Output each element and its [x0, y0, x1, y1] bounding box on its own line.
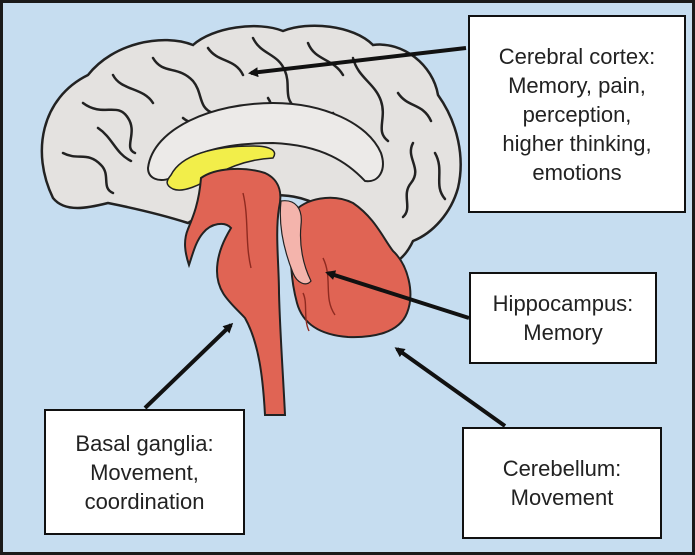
basal-ganglia-label: Basal ganglia: Movement, coordination [44, 409, 245, 535]
brainstem [185, 169, 285, 415]
cerebellum-label: Cerebellum: Movement [462, 427, 662, 539]
arrow-basal-ganglia [145, 325, 231, 408]
hippocampus-label: Hippocampus: Memory [469, 272, 657, 364]
cortex-label: Cerebral cortex: Memory, pain, perceptio… [468, 15, 686, 213]
